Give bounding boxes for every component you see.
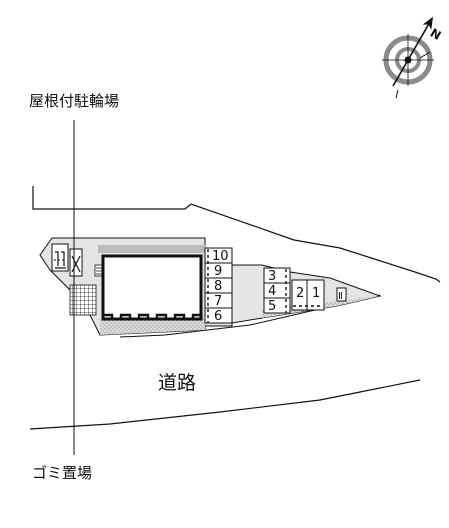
parking-label-10: 10	[212, 249, 229, 264]
bicycle-shelter-2	[69, 248, 83, 277]
parking-label-4: 4	[268, 284, 276, 299]
north-letter: N	[428, 26, 444, 43]
stairs-marker-lines	[96, 267, 102, 275]
parking-label-7: 7	[214, 294, 222, 309]
compass-arrow-tail	[395, 51, 431, 99]
parking-space-6	[204, 307, 233, 324]
parking-label-9: 9	[214, 264, 222, 279]
building-shadow	[98, 245, 206, 253]
far-right-marker	[336, 287, 347, 302]
parking-label-2: 2	[296, 286, 304, 301]
bicycle-shelter-2-glyph	[71, 255, 81, 273]
far-right-marker-label: Ⅱ	[338, 291, 343, 302]
label-bicycle-parking: 屋根付駐輪場	[29, 92, 119, 110]
parking-column-right: 3 4 5	[263, 267, 291, 314]
bicycle-shelter-1	[51, 243, 69, 272]
label-road: 道路	[158, 372, 196, 394]
parking-space-5	[263, 297, 291, 314]
parking-column-left: 10 9 8 7 6	[204, 247, 233, 324]
parking-label-5: 5	[268, 299, 276, 314]
label-garbage: ゴミ置場	[32, 464, 92, 482]
parking-pair: 2 1	[291, 279, 325, 311]
building-balcony-steps	[101, 313, 203, 321]
parking-label-3: 3	[268, 269, 276, 284]
road-edge-lower	[29, 379, 421, 430]
compass-needle	[392, 23, 430, 87]
compass-rose: N	[382, 16, 444, 99]
bicycle-shelter-1-glyph	[55, 251, 66, 269]
upper-boundary-line	[32, 186, 441, 283]
parking-label-8: 8	[214, 279, 222, 294]
parking-label-6: 6	[214, 309, 222, 324]
parking-space-1	[306, 279, 325, 311]
building	[101, 254, 203, 321]
north-arrow-icon	[422, 16, 433, 30]
parking-label-1: 1	[312, 286, 320, 301]
